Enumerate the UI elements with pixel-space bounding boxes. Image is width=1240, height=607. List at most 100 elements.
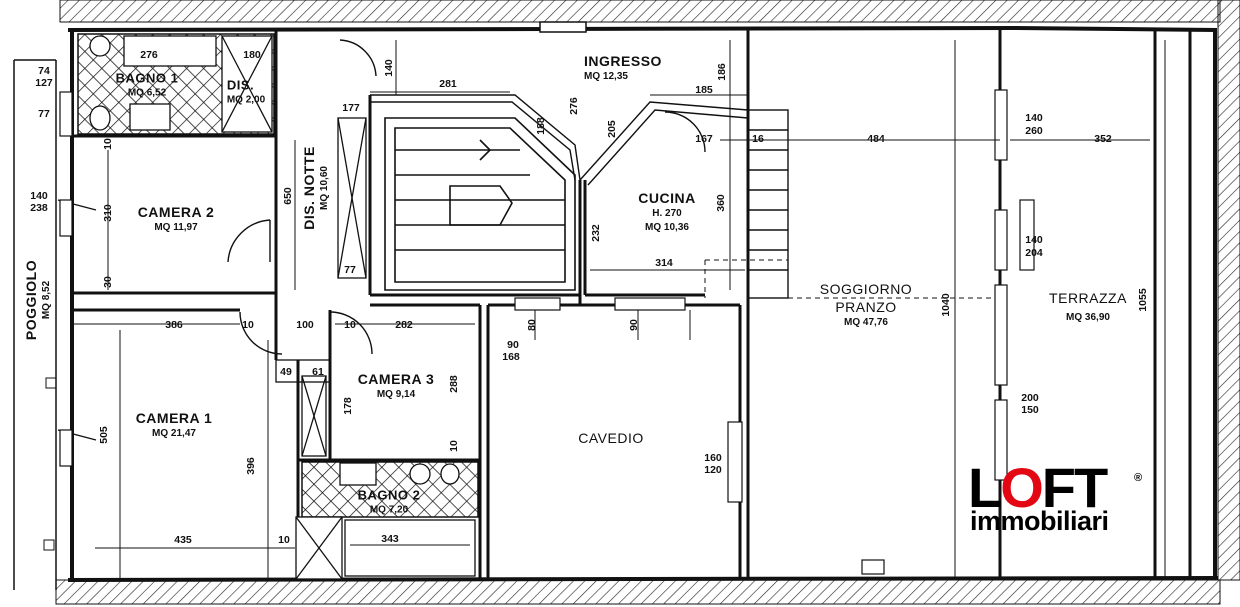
dim-label: 352: [1094, 132, 1112, 145]
dim-label: 186: [715, 63, 728, 81]
room-cucina: CUCINA H. 270 MQ 10,36: [638, 191, 695, 233]
dim-label: 77: [38, 107, 50, 120]
room-disnotte-area: MQ 10,60: [319, 166, 330, 210]
hatch-right: [1217, 0, 1240, 581]
room-dis: DIS. MQ 2,00: [227, 79, 265, 106]
dim-label: 276: [567, 97, 580, 115]
room-bagno1-area: MQ 6,52: [127, 87, 167, 99]
room-ingresso-name: INGRESSO: [584, 53, 662, 69]
dim-label: 435: [174, 533, 192, 546]
room-bagno2-area: MQ 7,20: [369, 504, 409, 516]
room-cucina-name: CUCINA: [638, 190, 696, 206]
room-terrazza: TERRAZZA MQ 36,90: [1049, 291, 1127, 323]
hatch-top: [59, 0, 1221, 23]
room-bagno2-name: BAGNO 2: [357, 487, 421, 503]
room-terrazza-area: MQ 36,90: [1066, 312, 1110, 323]
dim-label: 396: [244, 457, 257, 475]
room-camera1-name: CAMERA 1: [135, 410, 213, 426]
room-bagno1-name: BAGNO 1: [115, 70, 179, 86]
dim-label: 140: [30, 189, 48, 202]
dim-label: 505: [97, 426, 110, 444]
room-disnotte: DIS. NOTTE MQ 10,60: [301, 146, 330, 230]
dim-label: 650: [281, 187, 294, 205]
dim-label: 10: [344, 318, 356, 331]
room-dis-area: MQ 2,00: [226, 94, 266, 106]
dim-label: 10: [242, 318, 254, 331]
dim-label: 232: [589, 224, 602, 242]
dim-label: 160: [704, 451, 722, 464]
room-disnotte-name: DIS. NOTTE: [301, 146, 317, 230]
room-camera2-area: MQ 11,97: [154, 222, 198, 233]
room-poggiolo-area: MQ 8,52: [41, 280, 52, 320]
dim-label: 90: [627, 319, 640, 331]
room-soggiorno: SOGGIORNO PRANZO MQ 47,76: [820, 282, 912, 328]
dim-label: 360: [714, 194, 727, 212]
room-camera3-area: MQ 9,14: [376, 389, 416, 400]
dim-label: 260: [1025, 124, 1043, 137]
room-cavedio: CAVEDIO: [578, 431, 643, 445]
dim-label: 127: [35, 76, 53, 89]
room-bagno2: BAGNO 2 MQ 7,20: [358, 489, 421, 516]
dim-label: 10: [278, 533, 290, 546]
hatch-bottom: [55, 579, 1221, 605]
dim-label: 276: [140, 48, 158, 61]
dim-label: 484: [867, 132, 885, 145]
logo-mark: LOFT: [968, 456, 1108, 519]
dim-label: 204: [1025, 246, 1043, 259]
room-terrazza-name: TERRAZZA: [1049, 290, 1127, 306]
room-cucina-area: MQ 10,36: [645, 222, 689, 233]
dim-label: 282: [395, 318, 413, 331]
dim-label: 200: [1021, 391, 1039, 404]
dim-label: 150: [1021, 403, 1039, 416]
dim-label: 288: [447, 375, 460, 393]
dim-label: 168: [502, 350, 520, 363]
room-soggiorno-name: SOGGIORNO: [819, 281, 913, 297]
dim-label: 74: [38, 64, 50, 77]
dim-label: 343: [381, 532, 399, 545]
room-camera1-area: MQ 21,47: [152, 428, 196, 439]
dim-label: 238: [30, 201, 48, 214]
dim-label: 140: [1025, 111, 1043, 124]
room-cavedio-name: CAVEDIO: [578, 430, 644, 446]
room-dis-name: DIS.: [226, 77, 255, 93]
dim-label: 188: [534, 117, 547, 135]
dim-label: 185: [695, 83, 713, 96]
dim-label: 314: [655, 256, 673, 269]
dim-label: 167: [695, 132, 713, 145]
loft-logo: LOFT ® immobiliari: [968, 460, 1148, 540]
room-camera2-name: CAMERA 2: [137, 204, 215, 220]
dim-label: 16: [752, 132, 764, 145]
dim-label: 386: [165, 318, 183, 331]
dim-label: 80: [525, 319, 538, 331]
room-cucina-height: H. 270: [652, 208, 682, 219]
dim-label: 1055: [1136, 288, 1149, 312]
dim-label: 10: [101, 138, 114, 150]
dim-label: 140: [1025, 233, 1043, 246]
room-poggiolo: POGGIOLO MQ 8,52: [23, 259, 52, 341]
dim-label: 281: [439, 77, 457, 90]
dim-label: 100: [296, 318, 314, 331]
room-poggiolo-name: POGGIOLO: [23, 259, 39, 341]
dim-label: 77: [344, 263, 356, 276]
room-camera2: CAMERA 2 MQ 11,97: [138, 205, 215, 233]
room-camera3-name: CAMERA 3: [357, 371, 435, 387]
logo-registered: ®: [1134, 472, 1143, 484]
dim-label: 178: [341, 397, 354, 415]
room-ingresso-area: MQ 12,35: [584, 71, 628, 82]
dim-label: 10: [447, 440, 460, 452]
dim-label: 1040: [939, 293, 952, 317]
logo-subtitle: immobiliari: [970, 506, 1109, 536]
dim-label: 140: [382, 59, 395, 77]
dim-label: 180: [243, 48, 261, 61]
dim-label: 310: [101, 204, 114, 222]
room-soggiorno-name2: PRANZO: [835, 299, 897, 315]
dim-label: 49: [280, 365, 292, 378]
room-soggiorno-area: MQ 47,76: [844, 317, 888, 328]
room-camera3: CAMERA 3 MQ 9,14: [358, 372, 435, 400]
room-ingresso: INGRESSO MQ 12,35: [584, 54, 662, 82]
dim-label: 90: [507, 338, 519, 351]
dim-label: 61: [312, 365, 324, 378]
dim-label: 120: [704, 463, 722, 476]
room-bagno1: BAGNO 1 MQ 6,52: [116, 72, 179, 99]
